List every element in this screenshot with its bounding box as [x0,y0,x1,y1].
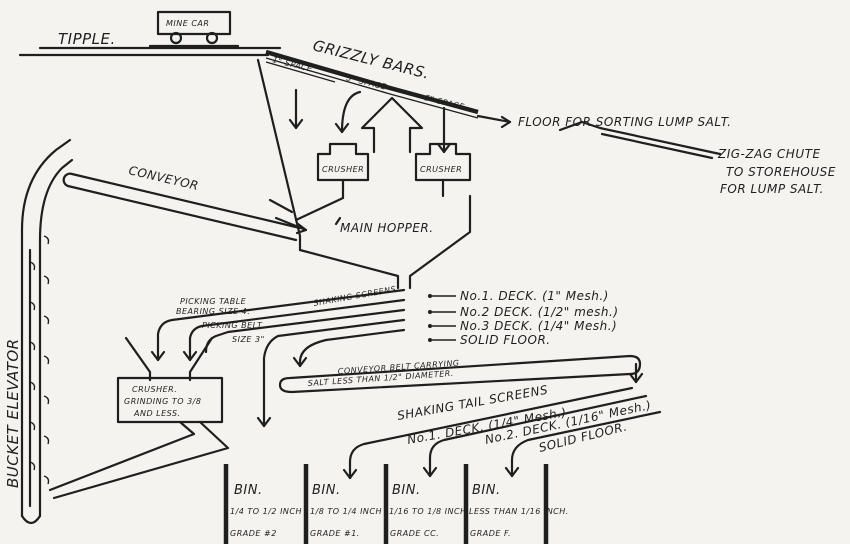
deck-2-label: No.2 DECK. (1/2" mesh.) [460,305,619,319]
zigzag-line-2: TO STOREHOUSE [726,165,836,179]
bin-1-grade: GRADE #2 [230,529,277,538]
bin-3-grade: GRADE CC. [390,529,439,538]
bin-2-grade: GRADE #1. [310,529,360,538]
zigzag-line-1: ZIG-ZAG CHUTE [717,147,821,161]
to-left-crusher-arrow [340,90,362,134]
sorting-floor [558,120,722,156]
bin-2-size: 1/8 TO 1/4 INCH [310,507,382,516]
deck-1-label: No.1. DECK. (1" Mesh.) [460,289,609,303]
tipple-label: TIPPLE. [58,30,116,48]
zigzag-line-3: FOR LUMP SALT. [720,182,824,196]
elevator-left-wall [20,138,72,518]
crusher-grinding-line-1: CRUSHER. [132,385,177,394]
right-crusher-label: CRUSHER [420,165,462,174]
lower-crusher-box [116,376,224,424]
mine-car-label: MINE CAR [166,19,209,28]
tipple-section: TIPPLE. MINE CAR [18,10,282,57]
bin-4-size: LESS THAN 1/16 INCH. [469,507,569,516]
lower-crusher: CRUSHER. GRINDING TO 3/8 AND LESS. [48,336,230,500]
bin-1-size: 1/4 TO 1/2 INCH [230,507,302,516]
bin-4-grade: GRADE F. [470,529,511,538]
crusher-grinding-line-3: AND LESS. [133,409,181,418]
crusher-center-chute [360,96,424,154]
floor-sorting-label: FLOOR FOR SORTING LUMP SALT. [518,115,731,129]
to-floor-arrow [476,114,512,124]
bin-2-title: BIN. [312,483,341,498]
bin-1-title: BIN. [234,483,263,498]
left-crusher-label: CRUSHER [322,165,364,174]
picking-table-line-2: BEARING SIZE 4. [176,307,250,316]
space-3-label: 3" SPACE [346,73,388,92]
bin-3-size: 1/16 TO 1/8 INCH [389,507,467,516]
crusher-to-elevator-chute [52,420,230,500]
bin-1: BIN. 1/4 TO 1/2 INCH GRADE #2 [230,483,302,538]
conveyor-belt-upper [70,172,302,230]
bin-3: BIN. 1/16 TO 1/8 INCH GRADE CC. [389,483,467,538]
tail-solid-floor [510,410,662,478]
bucket-elevator-label: BUCKET ELEVATOR [4,338,22,488]
deck-3-label: No.3 DECK. (1/4" Mesh.) [460,319,617,333]
fines-conveyor: CONVEYOR BELT CARRYING SALT LESS THAN 1/… [278,328,644,394]
main-hopper: MAIN HOPPER. [256,58,472,290]
bins: BIN. 1/4 TO 1/2 INCH GRADE #2 BIN. 1/8 T… [223,464,569,544]
bin-4: BIN. LESS THAN 1/16 INCH. GRADE F. [469,483,569,538]
screen-deck-1 [156,288,406,362]
right-crusher-box [414,142,472,182]
grizzly-bars: GRIZZLY BARS. 1" SPACE 3" SPACE 5" SPACE [265,36,479,154]
crusher-grinding-line-2: GRINDING TO 3/8 [124,397,201,406]
bin-2: BIN. 1/8 TO 1/4 INCH GRADE #1. [310,483,382,538]
conveyor-label: CONVEYOR [127,163,200,193]
solid-floor-label: SOLID FLOOR. [460,333,551,347]
picking-belt-line-1: PICKING BELT [202,321,263,330]
bucket-elevator: BUCKET ELEVATOR [4,138,74,525]
left-crusher-box [316,142,370,182]
bin-4-title: BIN. [472,483,501,498]
shaking-screens-label: SHAKING SCREENS. [313,284,400,308]
bin-3-title: BIN. [392,483,421,498]
elevator-buckets [29,235,50,485]
main-hopper-label: MAIN HOPPER. [340,221,434,235]
shaking-tail-screens: SHAKING TAIL SCREENS No.1. DECK. (1/4" M… [342,383,662,480]
lump-salt-section: FLOOR FOR SORTING LUMP SALT. ZIG-ZAG CHU… [476,114,836,196]
tail-deck-2 [428,394,648,478]
conveyor: CONVEYOR [62,163,308,242]
picking-belt-line-2: SIZE 3" [232,335,265,344]
fines-conveyor-belt [278,354,642,394]
mine-car: MINE CAR [148,10,240,48]
upper-crushers: CRUSHER CRUSHER [294,96,472,222]
tail-deck-1 [348,386,634,480]
deck-labels: No.1. DECK. (1" Mesh.) No.2 DECK. (1/2" … [428,289,619,347]
picking-table-line-1: PICKING TABLE [180,297,247,306]
